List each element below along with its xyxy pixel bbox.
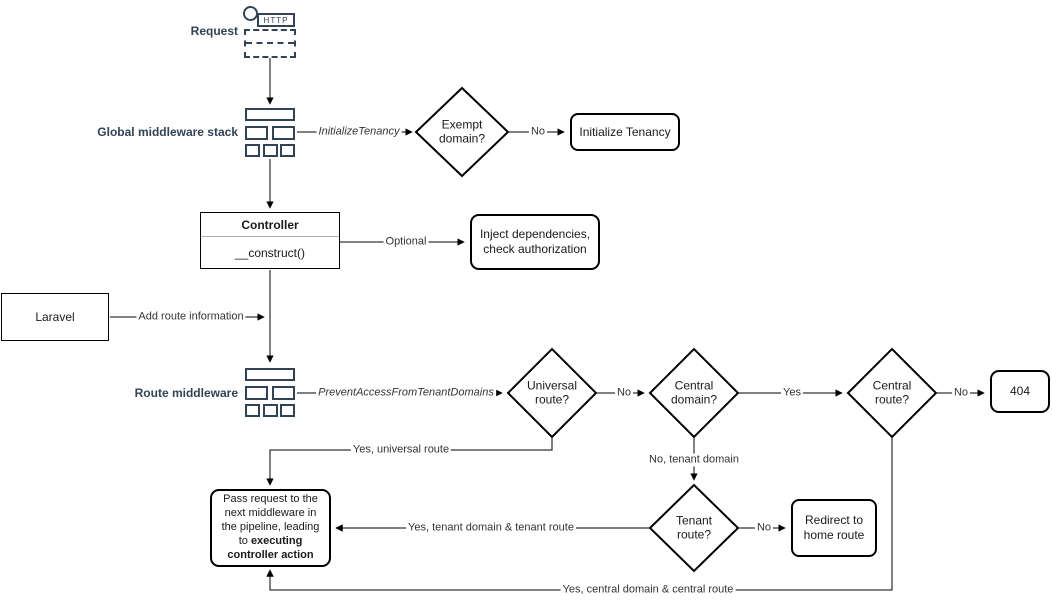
edge-label-no-universal: No bbox=[614, 386, 634, 400]
not-found-node: 404 bbox=[990, 370, 1050, 413]
central-route-text: Central route? bbox=[872, 378, 912, 407]
decision-tenant-route bbox=[648, 483, 740, 573]
pass-request-node: Pass request to the next middleware in t… bbox=[210, 489, 331, 567]
edge-label-no-central-route: No bbox=[951, 386, 971, 400]
controller-node: Controller __construct() bbox=[200, 212, 340, 269]
edge-label-prevent-access: PreventAccessFromTenantDomains bbox=[316, 386, 496, 400]
tenant-route-text: Tenant route? bbox=[675, 513, 713, 542]
http-request-icon: HTTP bbox=[243, 6, 297, 58]
pass-request-text: Pass request to the next middleware in t… bbox=[221, 493, 320, 561]
edge-label-yes-central-domain: Yes bbox=[781, 386, 803, 400]
decision-universal-route bbox=[506, 347, 598, 439]
route-middleware-stack-icon bbox=[245, 368, 295, 417]
route-middleware-label: Route middleware bbox=[134, 386, 238, 400]
decision-central-route bbox=[846, 347, 938, 439]
edge-label-yes-tenant-route: Yes, tenant domain & tenant route bbox=[406, 521, 576, 535]
global-middleware-stack-icon bbox=[245, 108, 295, 157]
edge-label-no-tenant-route: No bbox=[754, 521, 774, 535]
edge-label-optional: Optional bbox=[383, 235, 429, 249]
initialize-tenancy-node: Initialize Tenancy bbox=[570, 113, 680, 151]
edge-label-yes-central-route: Yes, central domain & central route bbox=[560, 583, 736, 597]
decision-central-domain bbox=[648, 347, 740, 439]
redirect-home-node: Redirect to home route bbox=[791, 499, 877, 557]
http-request-icon-label: HTTP bbox=[257, 13, 295, 27]
controller-method: __construct() bbox=[234, 245, 306, 260]
laravel-node: Laravel bbox=[1, 293, 109, 341]
http-request-icon-body bbox=[244, 29, 296, 58]
controller-title: Controller bbox=[201, 213, 339, 237]
inject-dependencies-node: Inject dependencies, check authorization bbox=[470, 214, 600, 270]
edge-label-no-exempt: No bbox=[528, 125, 548, 139]
global-middleware-stack-label: Global middleware stack bbox=[97, 125, 238, 139]
universal-route-text: Universal route? bbox=[526, 378, 577, 407]
edge-label-add-route-information: Add route information bbox=[136, 310, 246, 324]
decision-exempt-domain bbox=[414, 86, 510, 178]
edge-label-yes-universal-route: Yes, universal route bbox=[350, 443, 452, 457]
pass-request-bold-text: executing controller action bbox=[227, 534, 314, 561]
central-domain-text: Central domain? bbox=[670, 378, 718, 407]
request-label: Request bbox=[190, 24, 238, 38]
http-request-icon-circle bbox=[243, 6, 258, 21]
edge-label-no-tenant-domain: No, tenant domain bbox=[647, 453, 741, 467]
exempt-domain-text: Exempt domain? bbox=[438, 117, 486, 146]
edge-label-initialize-tenancy: InitializeTenancy bbox=[316, 125, 402, 139]
